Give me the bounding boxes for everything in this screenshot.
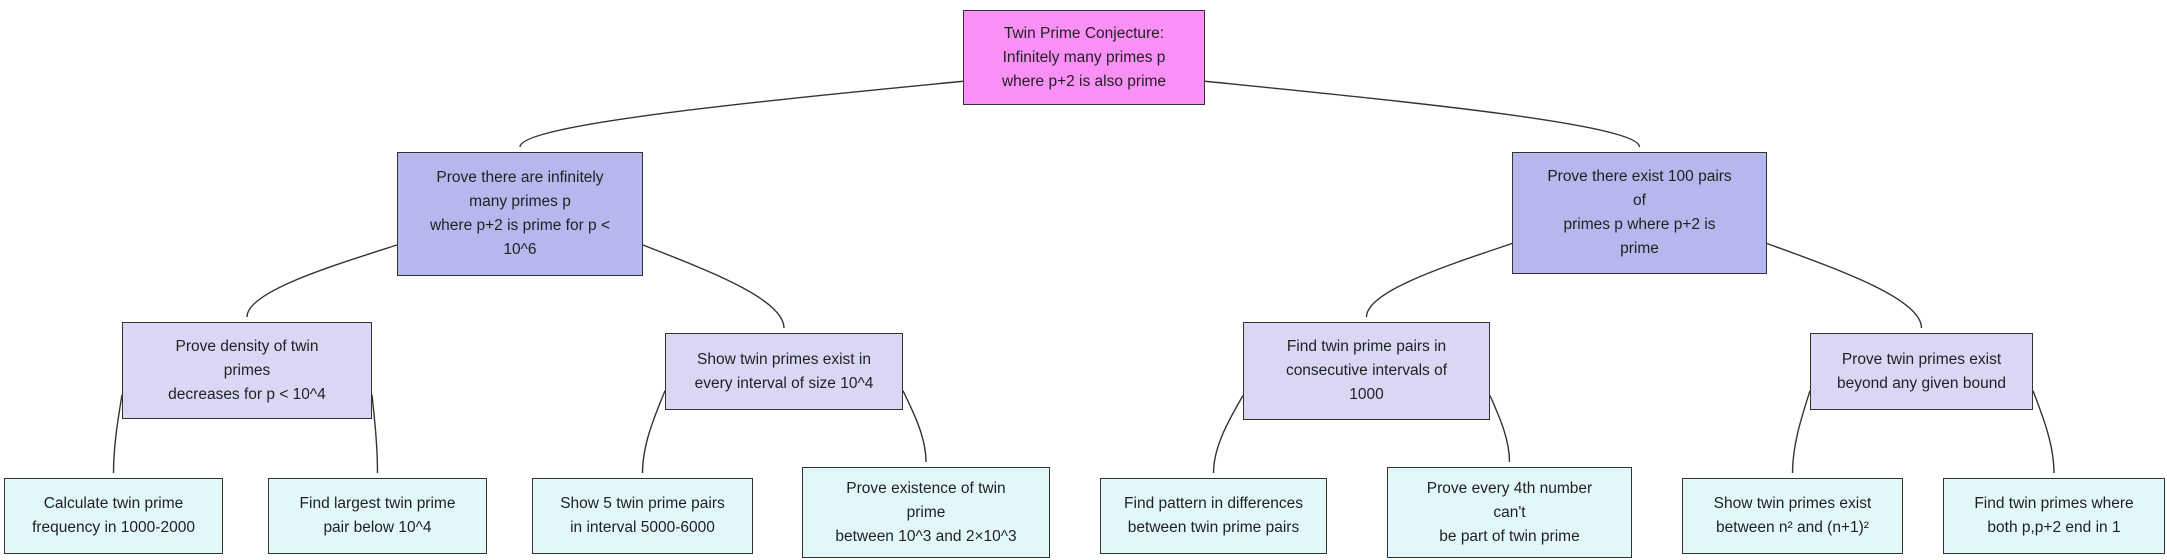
edge-n2r-to-n3c bbox=[1365, 242, 1513, 318]
edge-n3b-to-l4 bbox=[902, 390, 927, 463]
node-n2r: Prove there exist 100 pairs of primes p … bbox=[1512, 152, 1767, 274]
node-l1: Calculate twin prime frequency in 1000-2… bbox=[4, 478, 223, 554]
edge-root-to-n2l bbox=[519, 80, 964, 148]
edge-n3a-to-l1 bbox=[112, 394, 123, 474]
edge-n3a-to-l2 bbox=[371, 394, 379, 474]
node-l5: Find pattern in differences between twin… bbox=[1100, 478, 1327, 554]
node-l4: Prove existence of twin prime between 10… bbox=[802, 467, 1050, 558]
edge-n3b-to-l3 bbox=[641, 390, 666, 474]
node-l8: Find twin primes where both p,p+2 end in… bbox=[1943, 478, 2165, 554]
node-n3b: Show twin primes exist in every interval… bbox=[665, 333, 903, 410]
edge-n2r-to-n3d bbox=[1766, 242, 1923, 329]
edge-n3d-to-l7 bbox=[1791, 390, 1811, 474]
edge-n2l-to-n3b bbox=[642, 244, 785, 329]
node-n3c: Find twin prime pairs in consecutive int… bbox=[1243, 322, 1490, 420]
node-n3a: Prove density of twin primes decreases f… bbox=[122, 322, 372, 419]
node-l2: Find largest twin prime pair below 10^4 bbox=[268, 478, 487, 554]
node-root: Twin Prime Conjecture: Infinitely many p… bbox=[963, 10, 1205, 105]
node-l3: Show 5 twin prime pairs in interval 5000… bbox=[532, 478, 753, 554]
node-l6: Prove every 4th number can't be part of … bbox=[1387, 467, 1632, 558]
edge-n3c-to-l6 bbox=[1489, 395, 1511, 463]
edge-group bbox=[112, 80, 2055, 474]
node-n2l: Prove there are infinitely many primes p… bbox=[397, 152, 643, 276]
edge-n3d-to-l8 bbox=[2032, 390, 2055, 474]
edge-root-to-n2r bbox=[1204, 80, 1641, 148]
edge-n3c-to-l5 bbox=[1212, 395, 1244, 474]
edge-n2l-to-n3a bbox=[246, 244, 398, 318]
node-n3d: Prove twin primes exist beyond any given… bbox=[1810, 333, 2033, 410]
node-l7: Show twin primes exist between n² and (n… bbox=[1682, 478, 1903, 554]
